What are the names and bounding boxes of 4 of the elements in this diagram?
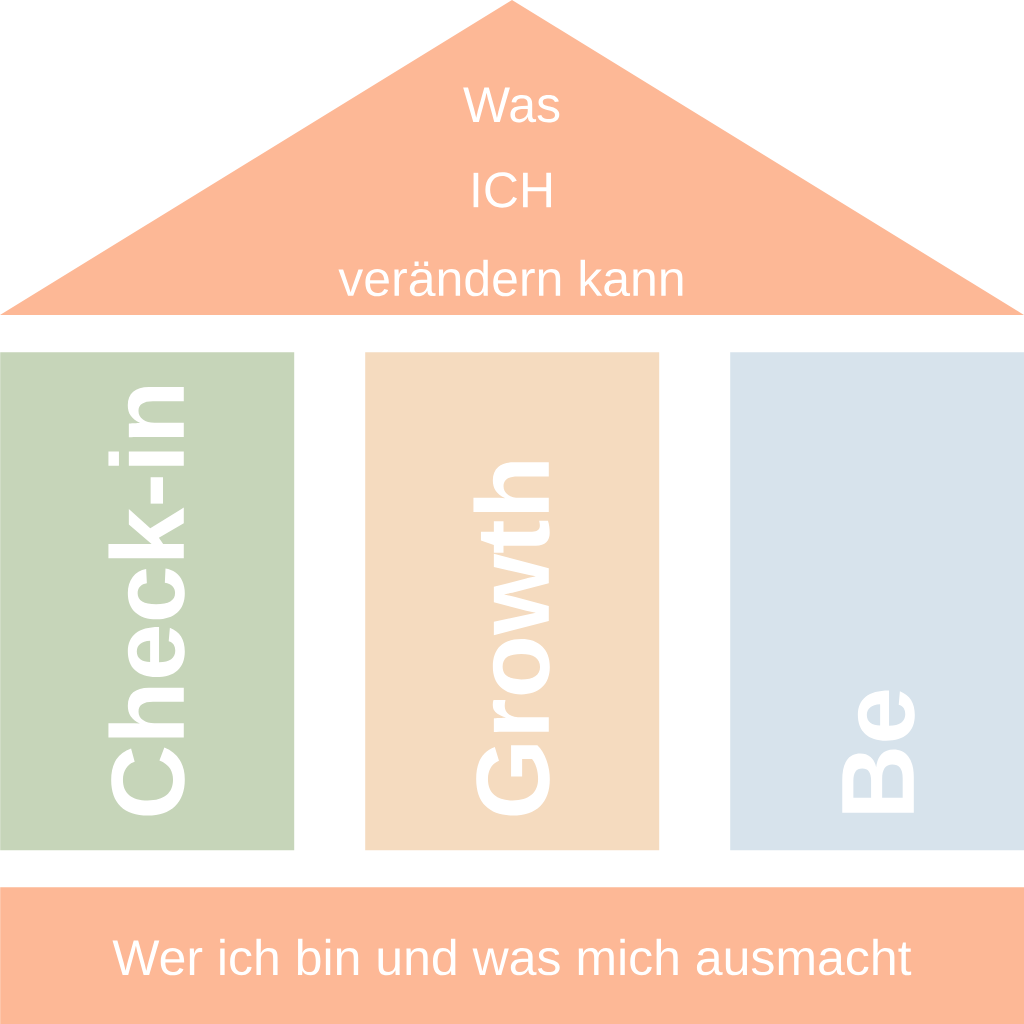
- foundation-bar: Wer ich bin und was mich ausmacht: [0, 887, 1024, 1024]
- roof-triangle: Was ICH verändern kann: [0, 0, 1024, 315]
- pillar-box: Check-in: [0, 352, 295, 851]
- pillar-box: Growth: [365, 352, 660, 851]
